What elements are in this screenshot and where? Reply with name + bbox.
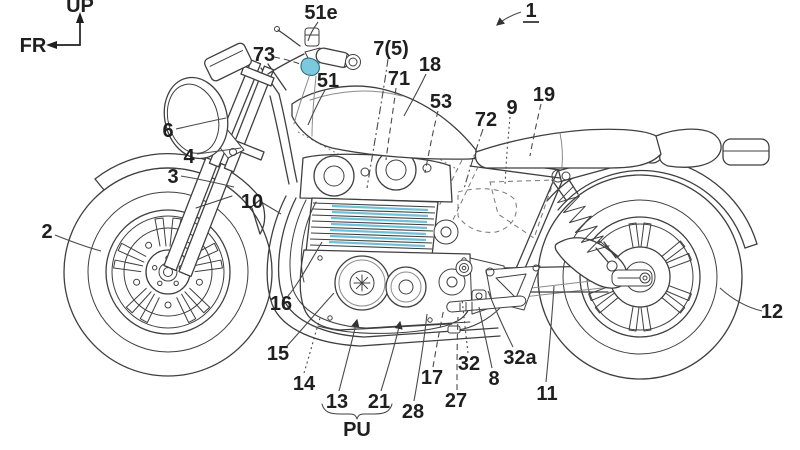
leader-10 xyxy=(262,202,282,215)
clutch-cover xyxy=(385,266,427,308)
ref-label-16: 16 xyxy=(270,293,292,315)
fork-slider-front xyxy=(163,156,219,272)
leader-lines xyxy=(54,11,763,402)
front-arrowhead xyxy=(46,41,57,49)
pu-group: PU xyxy=(321,403,393,441)
carburetor xyxy=(433,219,459,245)
leader-7(5) xyxy=(366,58,389,189)
leader-71 xyxy=(385,87,397,161)
ref-label-28: 28 xyxy=(402,401,424,423)
leader-72 xyxy=(463,128,484,190)
leader-21 xyxy=(380,320,403,392)
leader-12 xyxy=(719,287,763,312)
leader-9 xyxy=(504,116,511,187)
ref-label-15: 15 xyxy=(267,343,289,365)
leader-28 xyxy=(413,313,428,402)
front-fender xyxy=(94,153,266,235)
leader-13 xyxy=(338,318,360,392)
leader-19 xyxy=(529,103,542,157)
engine xyxy=(299,149,517,334)
ref-label-12: 12 xyxy=(761,301,783,323)
front-axis-label: FR xyxy=(20,35,47,57)
chain-guard xyxy=(554,237,628,289)
ref-label-13: 13 xyxy=(326,391,348,413)
instrument-cluster xyxy=(204,42,252,82)
handlebar-area xyxy=(267,26,361,137)
ref-label-1: 1 xyxy=(525,0,536,22)
ref-label-11: 11 xyxy=(536,383,557,405)
cam-cap-left xyxy=(313,155,355,197)
leader-32 xyxy=(461,298,469,354)
up-axis-label: UP xyxy=(66,0,94,17)
ref-label-4: 4 xyxy=(183,146,195,168)
ref-label-3: 3 xyxy=(167,166,178,188)
ref-label-32: 32 xyxy=(458,353,480,375)
leader-15 xyxy=(285,292,335,348)
ref-label-51e: 51e xyxy=(304,2,337,24)
ref-label-2: 2 xyxy=(41,221,52,243)
leader-51 xyxy=(307,89,326,126)
leader-32a xyxy=(487,290,514,348)
swingarm xyxy=(479,237,653,303)
shock-spring xyxy=(557,185,610,253)
ref-label-32a: 32a xyxy=(503,347,537,369)
downtube xyxy=(269,93,298,185)
ref-label-17: 17 xyxy=(421,367,443,389)
ref-label-51: 51 xyxy=(317,70,339,92)
side-panel xyxy=(489,179,555,239)
leader-18 xyxy=(403,73,427,117)
ref-label-18: 18 xyxy=(419,54,441,76)
ref-label-73: 73 xyxy=(253,44,275,66)
airbox xyxy=(457,188,517,233)
ref-label-8: 8 xyxy=(488,368,499,390)
ref-label-53: 53 xyxy=(430,91,452,113)
seat xyxy=(474,128,770,182)
brake-lever xyxy=(277,29,301,47)
footpeg-area xyxy=(446,259,541,334)
ref-label-19: 19 xyxy=(533,84,555,106)
ref-label-27: 27 xyxy=(445,390,467,412)
ref-label-10: 10 xyxy=(241,191,263,213)
exhaust-pipes xyxy=(266,195,501,347)
leader-4 xyxy=(196,147,242,155)
leader-17 xyxy=(432,307,445,368)
shock-bottom-mount xyxy=(606,260,618,272)
brake-disc xyxy=(123,227,213,317)
ref-label-6: 6 xyxy=(162,120,173,142)
leader-16 xyxy=(287,241,323,297)
leader-6 xyxy=(175,117,227,130)
cable-elbow xyxy=(304,27,320,47)
cables xyxy=(293,73,317,137)
footrest xyxy=(446,295,527,313)
leader-2 xyxy=(54,234,102,252)
leader-1 xyxy=(496,11,522,26)
leader-51e xyxy=(307,21,319,42)
ref-label-7(5): 7(5) xyxy=(373,38,409,60)
orientation-axes: UP FR xyxy=(20,0,94,57)
leader-8 xyxy=(478,306,493,369)
pu-brace xyxy=(321,403,393,420)
highlighted-fins xyxy=(328,204,429,248)
tail-cowl xyxy=(655,128,722,168)
pu-label: PU xyxy=(343,419,371,441)
leader-11 xyxy=(545,285,555,383)
ref-label-9: 9 xyxy=(506,97,517,119)
ref-label-72: 72 xyxy=(475,109,497,131)
upper-triple-clamp xyxy=(240,65,275,87)
highlighted-throttle-part xyxy=(300,57,320,76)
up-arrowhead xyxy=(76,12,84,23)
headlight-area xyxy=(163,42,252,160)
brake-pedal xyxy=(457,307,501,331)
leader-3 xyxy=(180,175,235,188)
leader-53 xyxy=(424,110,439,174)
handlebar xyxy=(267,53,305,75)
ref-label-21: 21 xyxy=(368,391,390,413)
ref-label-71: 71 xyxy=(388,68,410,90)
leader-73 xyxy=(273,56,301,65)
headlight xyxy=(163,76,229,160)
ref-label-14: 14 xyxy=(293,373,316,395)
taillight xyxy=(722,138,770,166)
